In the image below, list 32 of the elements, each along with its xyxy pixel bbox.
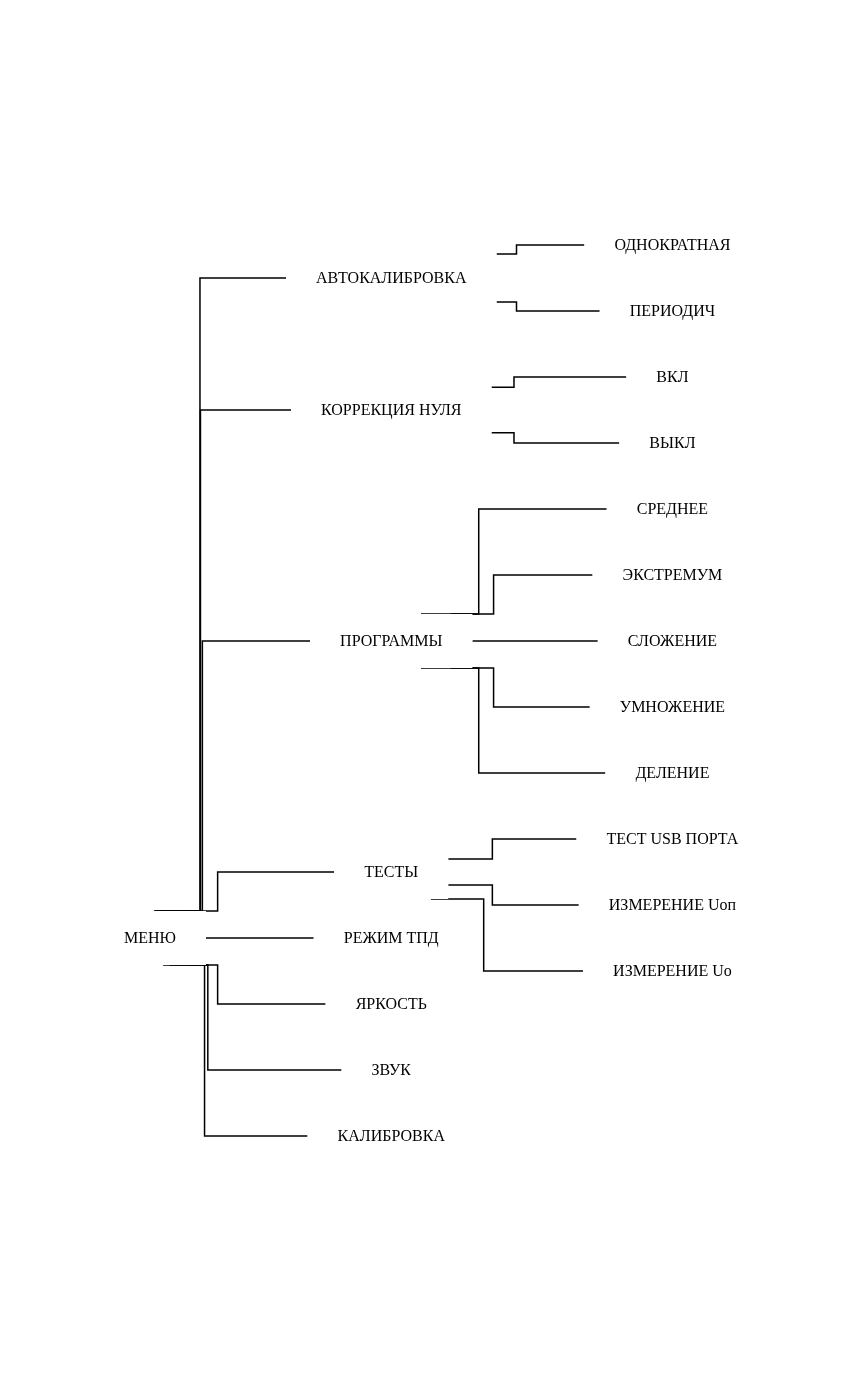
- connector: [491, 376, 628, 388]
- node-text: ЭКСТРЕМУМ: [622, 566, 723, 583]
- node-text: СРЕДНЕЕ: [637, 500, 709, 517]
- connector: [491, 432, 621, 444]
- connector: [205, 937, 315, 939]
- connector: [153, 277, 288, 912]
- connector: [447, 884, 580, 906]
- node-text: ВКЛ: [656, 368, 689, 385]
- node-text: КОРРЕКЦИЯ НУЛЯ: [321, 401, 462, 418]
- node-text: СЛОЖЕНИЕ: [628, 632, 718, 649]
- connector: [450, 574, 594, 615]
- node-text: ИЗМЕРЕНИЕ Uoп: [609, 896, 737, 913]
- connector: [154, 409, 293, 912]
- node-text: ДЕЛЕНИЕ: [635, 764, 710, 781]
- node-text: УМНОЖЕНИЕ: [620, 698, 726, 715]
- connector: [496, 301, 601, 312]
- node-text: АВТОКАЛИБРОВКА: [316, 269, 467, 286]
- node-text: ЯРКОСТЬ: [355, 995, 428, 1012]
- connector: [496, 244, 586, 255]
- node-text: ОДНОКРАТНАЯ: [614, 236, 731, 253]
- node-text: ПЕРИОДИЧ: [630, 302, 716, 319]
- node-text: ВЫКЛ: [649, 434, 696, 451]
- connector: [471, 640, 599, 642]
- node-text: ТЕСТ USB ПОРТА: [606, 830, 739, 847]
- node-text: РЕЖИМ ТПД: [344, 929, 440, 946]
- node-text: ТЕСТЫ: [364, 863, 419, 880]
- connector: [420, 508, 608, 615]
- node-text: ЗВУК: [371, 1061, 412, 1078]
- connector: [158, 640, 312, 912]
- connector: [447, 838, 578, 860]
- node-text: ИЗМЕРЕНИЕ Uo: [613, 962, 733, 979]
- node-text: КАЛИБРОВКА: [337, 1127, 446, 1144]
